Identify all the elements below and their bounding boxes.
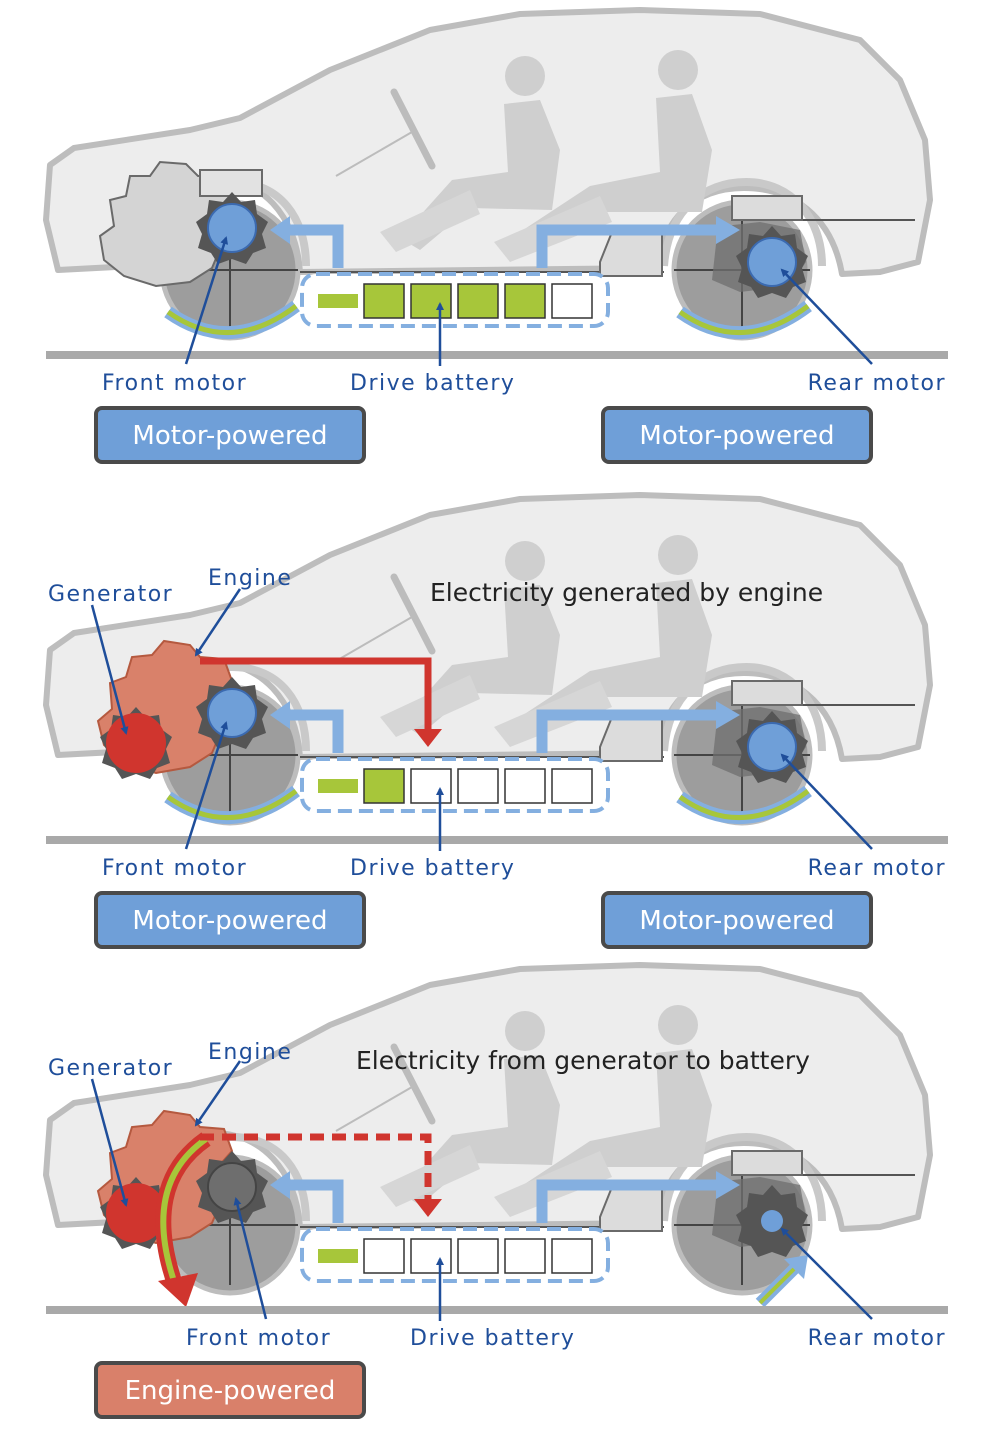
battery-cell-empty <box>504 1238 546 1274</box>
generator-to-battery-arrow <box>200 1133 432 1199</box>
front-motor-label: Front motor <box>186 1326 331 1351</box>
battery-cell-empty <box>551 1238 593 1274</box>
engine-mode-badge <box>94 1361 366 1419</box>
front-motor-label: Front motor <box>102 856 247 881</box>
power-to-rear-motor-arrow <box>536 1179 716 1223</box>
battery-terminal <box>318 779 358 793</box>
engine-to-battery-arrow <box>200 657 432 729</box>
rear-motor-label: Rear motor <box>808 1326 946 1351</box>
generator-icon <box>106 713 166 773</box>
front-mode-badge-text: Motor-powered <box>132 421 327 451</box>
battery-cell-charged <box>457 283 499 319</box>
battery-terminal <box>318 294 358 308</box>
front-motor-icon <box>207 203 257 253</box>
battery-cell-empty <box>410 1238 452 1274</box>
panel-motor-drive: Front motor Drive battery Rear motor Mot… <box>46 10 948 464</box>
rear-motor-label: Rear motor <box>808 856 946 881</box>
rear-motor-label: Rear motor <box>808 371 946 396</box>
rear-motor-icon <box>761 1210 783 1232</box>
battery-cell-empty <box>551 768 593 804</box>
battery-cell-charged <box>363 768 405 804</box>
rear-motor-pointer <box>780 753 873 850</box>
generator-label: Generator <box>48 1056 173 1081</box>
front-mode-badge-text: Motor-powered <box>132 906 327 936</box>
panel-caption: Electricity generated by engine <box>430 578 823 607</box>
front-motor-icon <box>207 688 257 738</box>
battery-cell-empty <box>363 1238 405 1274</box>
battery-cell-charged <box>410 283 452 319</box>
rear-mode-badge-text: Motor-powered <box>639 906 834 936</box>
power-to-front-motor-arrow <box>290 709 344 753</box>
drive-battery-label: Drive battery <box>350 856 515 881</box>
battery-cells <box>363 283 593 319</box>
battery-cell-empty <box>457 768 499 804</box>
rear-mode-badge <box>601 406 873 464</box>
engine-pointer <box>194 588 242 657</box>
front-motor-icon <box>207 1162 257 1212</box>
battery-cell-empty <box>551 283 593 319</box>
battery-cells <box>363 768 593 804</box>
engine-mode-badge-text: Engine-powered <box>125 1376 336 1406</box>
generator-pointer <box>90 1078 129 1207</box>
front-mode-badge <box>94 406 366 464</box>
power-to-front-motor-arrow <box>290 224 344 268</box>
generator-pointer <box>90 604 129 735</box>
battery-cell-charged <box>504 283 546 319</box>
battery-cell-empty <box>410 768 452 804</box>
battery-cells <box>363 1238 593 1274</box>
panel-engine-drive: Generator Engine Electricity from genera… <box>46 965 948 1419</box>
rear-mode-badge <box>601 891 873 949</box>
engine-label: Engine <box>208 566 292 591</box>
battery-terminal <box>318 1249 358 1263</box>
generator-icon <box>106 1183 166 1243</box>
front-motor-label: Front motor <box>102 371 247 396</box>
engine-pointer <box>194 1060 242 1127</box>
front-mode-badge <box>94 891 366 949</box>
battery-cell-charged <box>363 283 405 319</box>
drive-battery-label: Drive battery <box>410 1326 575 1351</box>
rear-motor-pointer <box>780 268 873 365</box>
battery-cell-empty <box>504 768 546 804</box>
panel-engine-generates: Generator Engine Electricity generated b… <box>46 495 948 949</box>
front-motor-pointer <box>184 236 228 365</box>
rear-mode-badge-text: Motor-powered <box>639 421 834 451</box>
front-motor-pointer <box>233 1197 268 1320</box>
generator-label: Generator <box>48 582 173 607</box>
power-to-rear-motor-arrow <box>536 224 716 268</box>
rear-motor-pointer <box>780 1227 873 1320</box>
panel-caption: Electricity from generator to battery <box>356 1046 810 1075</box>
power-to-rear-motor-arrow <box>536 709 716 753</box>
power-to-front-motor-arrow <box>290 1179 344 1223</box>
drive-battery-label: Drive battery <box>350 371 515 396</box>
battery-cell-empty <box>457 1238 499 1274</box>
front-motor-pointer <box>184 721 228 850</box>
engine-label: Engine <box>208 1040 292 1065</box>
